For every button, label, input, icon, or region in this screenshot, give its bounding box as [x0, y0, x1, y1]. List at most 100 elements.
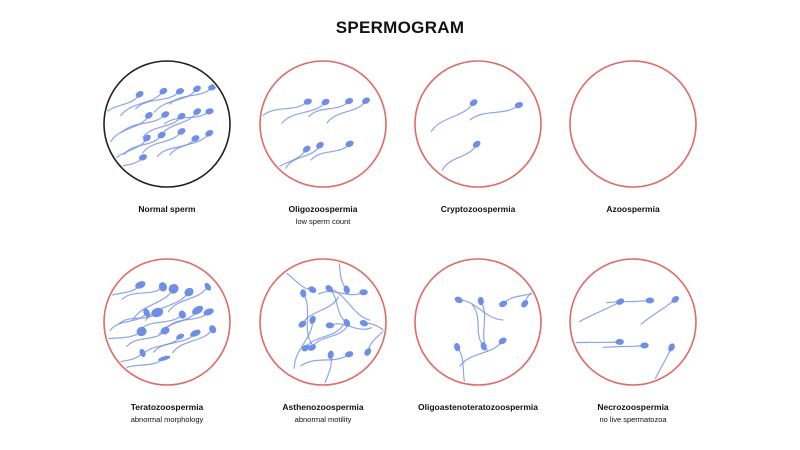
condition-name: Necrozoospermia [597, 402, 669, 412]
sperm-head [308, 286, 317, 294]
microscope-field-ring [259, 258, 387, 386]
sperm-head [343, 285, 350, 294]
sperm-cell [163, 108, 214, 125]
sperm-head [151, 307, 164, 318]
sperm-cell [606, 297, 655, 304]
sperm-head [145, 112, 153, 119]
sperm-head [359, 289, 368, 296]
sperm-head [364, 348, 372, 356]
sperm-head [158, 355, 171, 362]
sperm-head [316, 141, 324, 149]
sperm-cell [364, 314, 384, 356]
sperm-head [469, 99, 478, 107]
sperm-head [499, 300, 508, 308]
sperm-cell [132, 283, 179, 321]
panel-label: Normal sperm [77, 204, 257, 214]
condition-name: Oligoastenoteratozoospermia [418, 402, 538, 412]
sperm-head [209, 325, 217, 334]
condition-name: Azoospermia [606, 204, 660, 214]
sperm-head [205, 108, 214, 115]
sperm-cell [110, 112, 153, 143]
sperm-head [671, 295, 680, 303]
sperm-cell [117, 307, 164, 325]
sperm-cell [578, 298, 625, 323]
sperm-cell [469, 101, 523, 121]
sperm-head [192, 85, 201, 93]
sperm-head [325, 322, 335, 329]
sperm-head [203, 308, 214, 316]
sperm-cell [126, 326, 170, 348]
sperm-head [204, 282, 212, 291]
panel-oligoastenoteratozoospermia [414, 258, 542, 386]
sperm-cell [441, 140, 481, 171]
microscope-field-ring [414, 60, 542, 188]
sperm-cell [602, 342, 649, 349]
sperm-cell [120, 87, 168, 117]
sperm-head [645, 297, 655, 304]
sperm-head [135, 281, 146, 289]
panel-label: Oligoastenoteratozoospermia [388, 402, 568, 412]
sperm-head [135, 90, 144, 98]
sperm-cell [651, 343, 675, 383]
sperm-head [480, 342, 487, 351]
sperm-head [302, 145, 311, 153]
panel-asthenozoospermia [259, 258, 387, 386]
sperm-cell [359, 320, 384, 340]
panel-azoospermia [569, 60, 697, 188]
sperm-cell [310, 140, 354, 161]
sperm-cell [153, 85, 201, 113]
sperm-cell [262, 98, 312, 117]
sperm-head [139, 348, 146, 358]
sperm-head [143, 134, 151, 142]
sperm-cell [640, 295, 680, 325]
sperm-head [472, 140, 481, 148]
microscope-field-ring [569, 258, 697, 386]
sperm-head [640, 342, 649, 349]
sperm-cell [300, 351, 354, 367]
sperm-head [177, 128, 186, 135]
sperm-head [161, 111, 170, 118]
sperm-head [359, 320, 368, 327]
sperm-cell [121, 111, 170, 134]
sperm-head [327, 350, 334, 359]
microscope-field-ring [569, 60, 697, 188]
sperm-cell [171, 325, 217, 354]
microscope-field-ring [259, 60, 387, 188]
sperm-cell [325, 322, 372, 330]
sperm-head [454, 296, 463, 304]
sperm-cell [308, 97, 354, 118]
panel-cryptozoospermia [414, 60, 542, 188]
sperm-cell [169, 84, 217, 105]
sperm-cell [121, 282, 167, 300]
sperm-head [208, 84, 217, 91]
sperm-cell [166, 308, 214, 328]
sperm-cell [326, 97, 370, 124]
sperm-head [301, 344, 310, 352]
sperm-cell [141, 333, 185, 356]
sperm-head [159, 87, 168, 95]
microscope-field-ring [103, 258, 231, 386]
sperm-head [157, 131, 166, 139]
sperm-cell [321, 350, 334, 383]
condition-name: Oligozoospermia [288, 204, 358, 214]
sperm-head [303, 98, 312, 105]
sperm-cell [430, 99, 478, 132]
sperm-head [158, 282, 167, 292]
page-title: SPERMOGRAM [335, 18, 465, 37]
sperm-cell [281, 98, 330, 124]
sperm-head [300, 289, 307, 298]
sperm-cell [499, 285, 539, 308]
sperm-head [143, 308, 151, 318]
sperm-cell [308, 325, 348, 351]
sperm-cell [135, 88, 185, 110]
sperm-head [190, 329, 201, 337]
condition-name: Teratozoospermia [130, 402, 204, 412]
sperm-cell [106, 281, 146, 303]
panel-label: Azoospermia [543, 204, 723, 214]
condition-name: Asthenozoospermia [282, 402, 364, 412]
sperm-cell [572, 338, 624, 345]
sperm-head [498, 337, 507, 345]
sperm-cell [301, 324, 344, 352]
